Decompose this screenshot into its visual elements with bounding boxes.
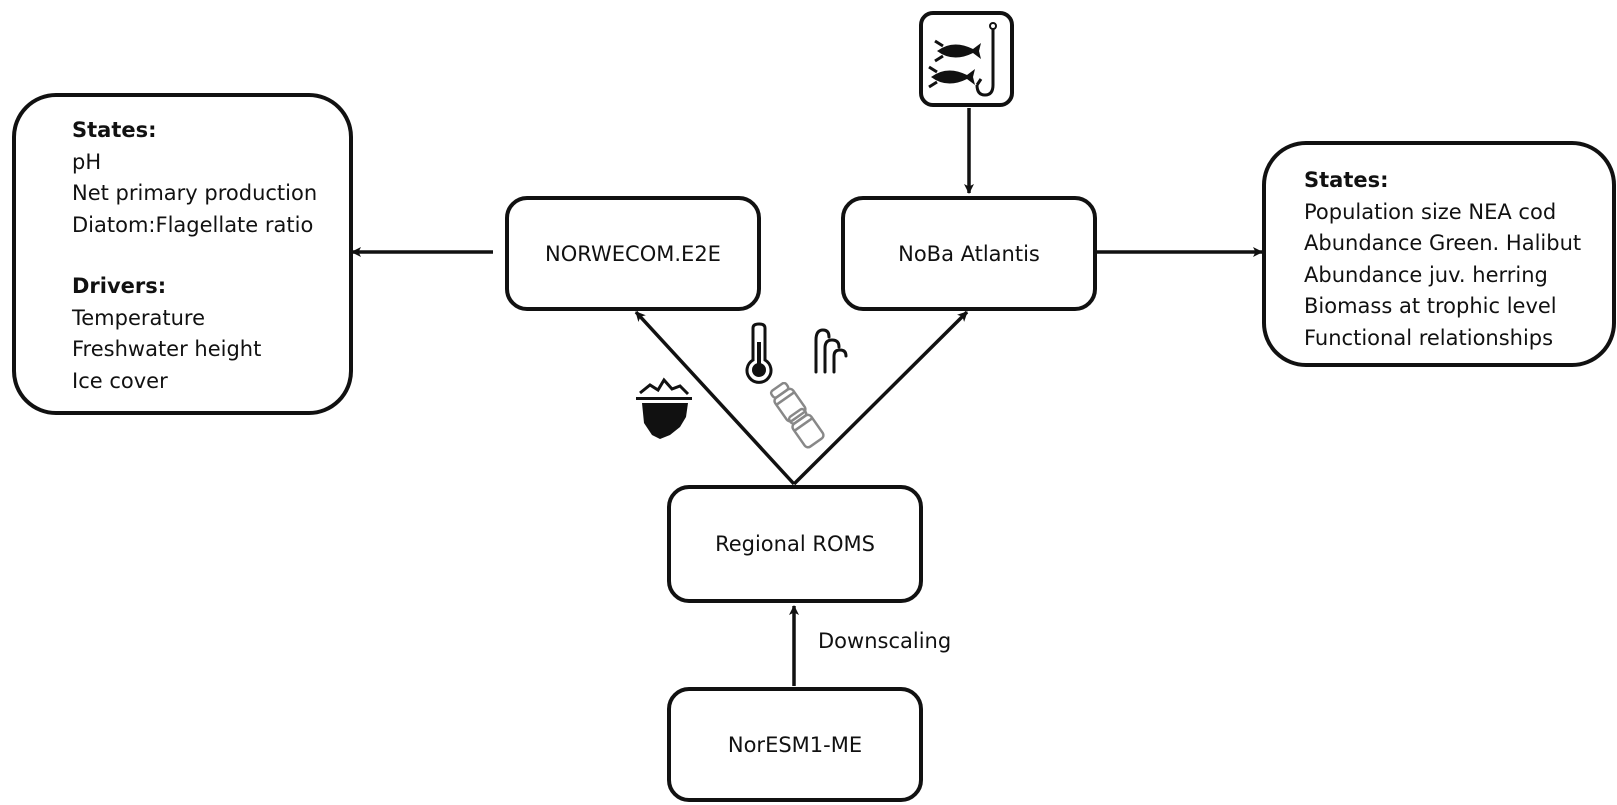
list-item: Functional relationships: [1304, 325, 1554, 350]
iceberg-icon: [636, 377, 692, 439]
arrow-roms-to-atlantis: [792, 310, 969, 486]
roms-label: Regional ROMS: [715, 532, 875, 556]
downscaling-label: Downscaling: [818, 629, 952, 653]
list-item: Abundance juv. herring: [1304, 262, 1548, 287]
wind-icon: [814, 328, 848, 374]
list-item: Population size NEA cod: [1304, 199, 1557, 224]
norwecom-states-drivers-panel: States: pH Net primary production Diatom…: [12, 93, 353, 415]
fish-and-hook-icon: [928, 22, 997, 97]
fishing-pressure-box: [919, 11, 1014, 107]
right-states-heading: States:: [1304, 168, 1389, 192]
salt-shaker-icon: [769, 382, 825, 449]
left-states-heading: States:: [72, 118, 157, 142]
list-item: Biomass at trophic level: [1304, 294, 1557, 318]
left-drivers-list: Temperature Freshwater height Ice cover: [72, 303, 349, 398]
norwecom-model-box: NORWECOM.E2E: [505, 196, 761, 311]
list-item: Net primary production: [72, 181, 318, 205]
left-states-list: pH Net primary production Diatom:Flagell…: [72, 147, 349, 242]
list-item: Ice cover: [72, 368, 168, 393]
roms-model-box: Regional ROMS: [667, 485, 923, 603]
atlantis-label: NoBa Atlantis: [898, 241, 1040, 266]
list-item: Diatom:Flagellate ratio: [72, 212, 314, 237]
noresm-model-box: NorESM1-ME: [667, 687, 923, 802]
arrow-roms-to-norwecom: [634, 310, 796, 486]
thermometer-icon: [745, 322, 773, 384]
right-states-list: Population size NEA cod Abundance Green.…: [1304, 197, 1612, 355]
atlantis-model-box: NoBa Atlantis: [841, 196, 1097, 311]
list-item: pH: [72, 149, 102, 174]
list-item: Abundance Green. Halibut: [1304, 231, 1582, 255]
norwecom-label: NORWECOM.E2E: [545, 241, 721, 266]
atlantis-states-panel: States: Population size NEA cod Abundanc…: [1262, 141, 1616, 367]
list-item: Temperature: [72, 305, 206, 330]
noresm-label: NorESM1-ME: [727, 732, 863, 757]
list-item: Freshwater height: [72, 337, 262, 361]
left-drivers-heading: Drivers:: [72, 274, 167, 298]
